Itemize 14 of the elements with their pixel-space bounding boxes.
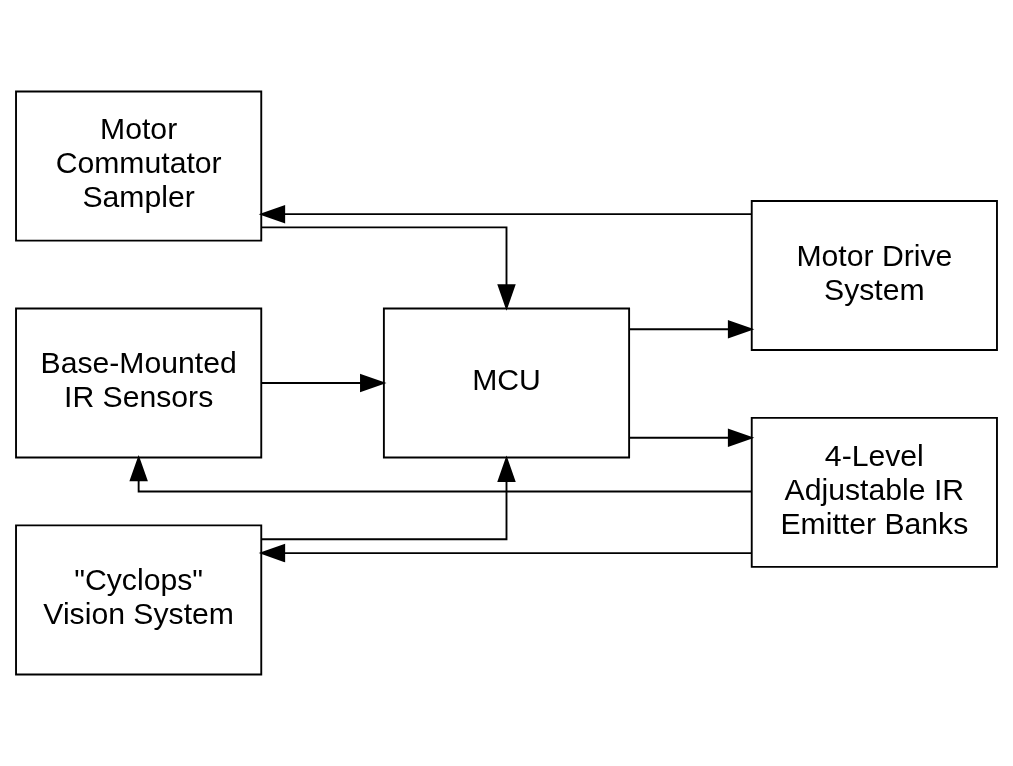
arrow bbox=[258, 204, 753, 224]
node-box: MCU bbox=[382, 307, 631, 459]
node-box: 4-Level Adjustable IR Emitter Banks bbox=[750, 416, 998, 568]
node-box: Base-Mounted IR Sensors bbox=[15, 307, 263, 459]
node-box: "Cyclops" Vision System bbox=[15, 524, 263, 676]
arrow bbox=[129, 454, 753, 493]
node-box: Motor Commutator Sampler bbox=[15, 90, 263, 242]
arrow bbox=[260, 455, 516, 541]
arrow bbox=[628, 319, 755, 339]
node-box: Motor Drive System bbox=[750, 200, 998, 351]
arrow bbox=[258, 543, 753, 563]
arrow bbox=[260, 226, 516, 311]
arrow bbox=[260, 373, 387, 393]
arrow bbox=[628, 428, 755, 447]
